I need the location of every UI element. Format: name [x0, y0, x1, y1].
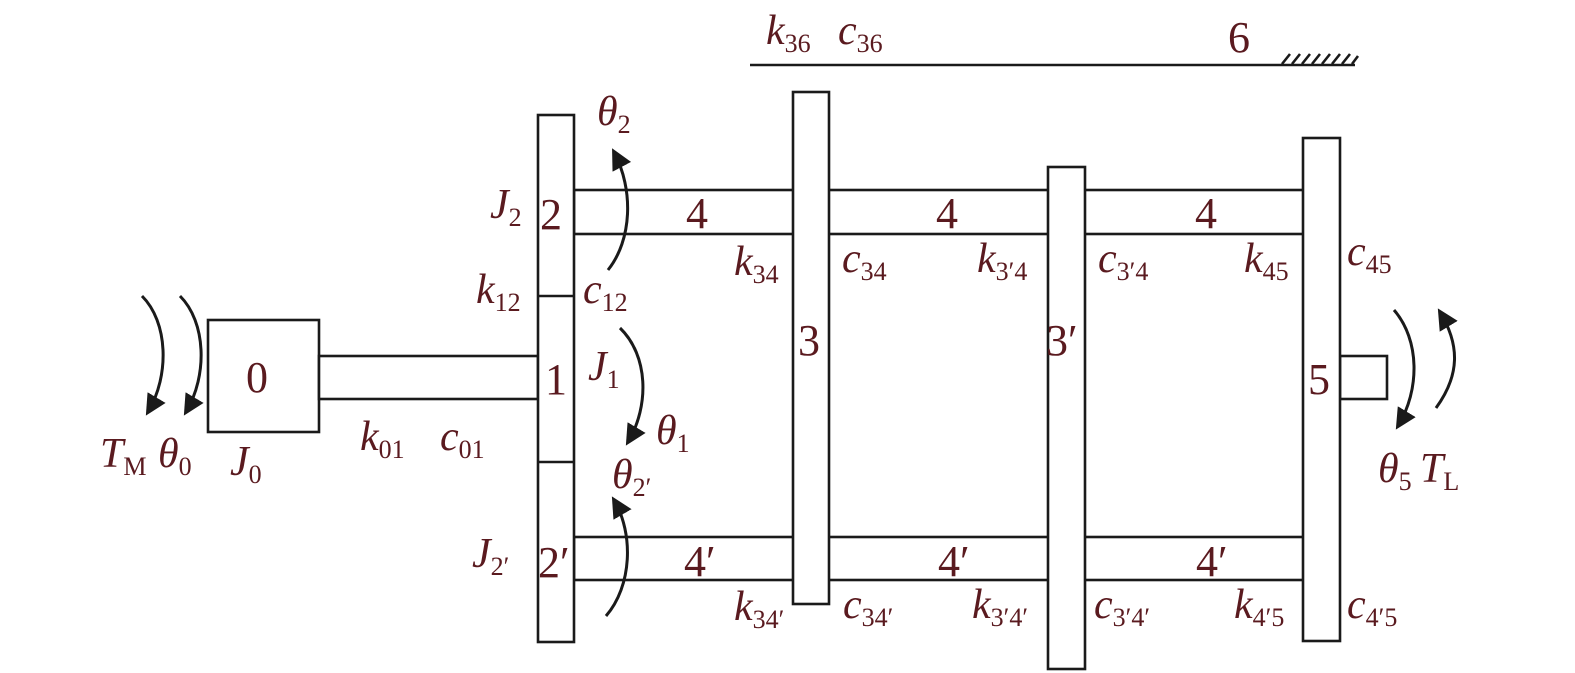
label-body-6: 6: [1228, 13, 1250, 62]
label-body-4-prime-b: 4′: [938, 537, 970, 586]
label-theta1: θ1: [656, 408, 690, 458]
label-k45: k45: [1244, 236, 1289, 286]
label-k12: k12: [476, 267, 521, 317]
label-body-4-b: 4: [936, 189, 958, 238]
rotation-arrow-tl: [1434, 308, 1458, 409]
rotation-arrow-theta5: [1392, 309, 1416, 430]
rotation-arrow-theta0: [178, 294, 204, 416]
label-k34-prime: k34′: [734, 584, 784, 634]
label-c34-prime: c34′: [843, 582, 893, 632]
label-c01: c01: [440, 414, 485, 464]
label-k3p4: k3′4: [977, 236, 1027, 286]
rotation-arrow-theta2: [606, 148, 632, 271]
label-c34: c34: [842, 236, 887, 286]
label-k01: k01: [360, 414, 405, 464]
rotation-arrow-tm: [140, 294, 166, 416]
label-k36: k36: [766, 8, 811, 58]
label-theta2-prime: θ2′: [612, 452, 651, 502]
label-body-4-a: 4: [686, 189, 708, 238]
ground-hatch: [1280, 53, 1360, 65]
label-body-1: 1: [545, 355, 567, 404]
label-k4p5: k4′5: [1234, 582, 1284, 632]
label-c3p4-prime: c3′4′: [1094, 582, 1150, 632]
ring-gear-3-prime: [1046, 165, 1087, 671]
label-theta0: θ0: [158, 431, 192, 481]
label-c3p4: c3′4: [1098, 236, 1148, 286]
label-c4p5: c4′5: [1347, 582, 1397, 632]
output-stub-shaft: [1338, 354, 1389, 401]
label-body-5: 5: [1308, 355, 1330, 404]
label-body-3: 3: [798, 316, 820, 365]
label-c36: c36: [838, 8, 883, 58]
label-j2: J2: [490, 182, 522, 232]
label-k34: k34: [734, 239, 779, 289]
label-body-0: 0: [246, 353, 268, 402]
label-tl: TL: [1420, 446, 1459, 496]
label-tm: TM: [100, 431, 146, 481]
label-j1: J1: [588, 344, 620, 394]
label-theta5: θ5: [1378, 446, 1412, 496]
label-j2-prime: J2′: [472, 531, 509, 581]
label-j0: J0: [230, 439, 262, 489]
label-body-4-prime-c: 4′: [1196, 537, 1228, 586]
label-body-2-prime: 2′: [538, 538, 570, 587]
ring-gear-3: [791, 90, 831, 606]
label-body-4-c: 4: [1195, 189, 1217, 238]
label-body-4-prime-a: 4′: [684, 537, 716, 586]
gear-column: [536, 113, 576, 644]
label-body-3-prime: 3′: [1046, 316, 1078, 365]
label-body-2: 2: [540, 190, 562, 239]
label-k3p4-prime: k3′4′: [972, 582, 1028, 632]
rotation-arrow-theta2-prime: [604, 496, 632, 617]
input-shaft: [317, 354, 540, 401]
label-c45: c45: [1347, 229, 1392, 279]
label-theta2: θ2: [597, 89, 631, 139]
output-member-5: [1301, 136, 1342, 643]
label-c12: c12: [583, 267, 628, 317]
rotation-arrow-theta1: [618, 326, 646, 446]
